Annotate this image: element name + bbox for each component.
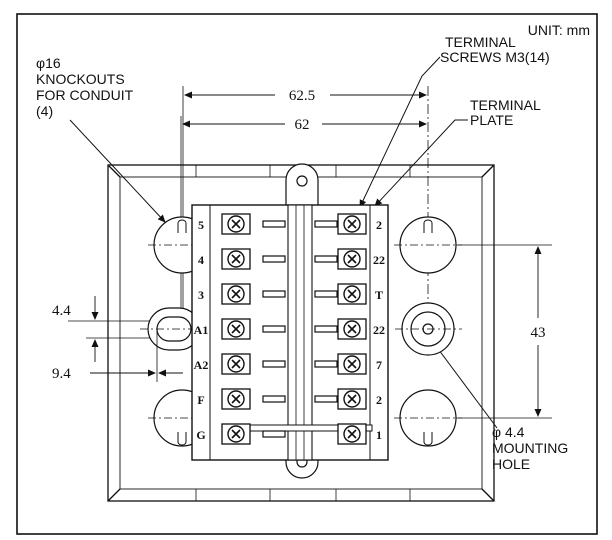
dimension-height: 43 xyxy=(456,244,552,419)
screw-icon xyxy=(221,388,251,410)
terminal-label-right: 2 xyxy=(376,218,382,232)
screw-icon xyxy=(221,213,251,235)
terminal-label-right: 22 xyxy=(373,323,385,337)
terminal-label-left: F xyxy=(197,393,204,407)
dimension-inner-width: 62 xyxy=(180,116,427,340)
screw-icon xyxy=(221,318,251,340)
terminal-label-right: 1 xyxy=(376,428,382,442)
terminal-screws-label-line-1: TERMINAL xyxy=(445,34,516,50)
screw-icon xyxy=(337,423,367,445)
screw-icon xyxy=(337,283,367,305)
terminal-label-right: 22 xyxy=(373,253,385,267)
terminal-label-left: 5 xyxy=(198,218,204,232)
knockout-label: φ16 KNOCKOUTS FOR CONDUIT (4) xyxy=(36,55,134,119)
unit-label: UNIT: mm xyxy=(528,22,590,38)
dimension-inner-width-value: 62 xyxy=(295,117,310,133)
terminal-row: 4 22 xyxy=(198,253,385,267)
dimension-slot-height-value: 4.4 xyxy=(52,303,71,319)
terminal-label-left: G xyxy=(196,428,205,442)
terminal-row: A1 22 xyxy=(194,323,385,337)
screw-icon xyxy=(337,353,367,375)
terminal-label-right: 7 xyxy=(376,358,382,372)
housing-bottom-tab xyxy=(285,456,319,479)
terminal-screws-leader xyxy=(359,56,441,208)
dimension-slot-offset-value: 9.4 xyxy=(52,366,71,382)
terminal-plate-label-line-1: TERMINAL xyxy=(470,97,541,113)
screw-icon xyxy=(337,318,367,340)
dimension-slot-offset: 9.4 xyxy=(52,330,183,382)
center-lines xyxy=(148,244,462,419)
terminal-plate-label: TERMINAL PLATE xyxy=(470,97,541,128)
terminal-label-right: 2 xyxy=(376,393,382,407)
mounting-hole-label: φ 4.4 MOUNTING HOLE xyxy=(492,424,568,472)
mounting-hole-label-line-1: φ 4.4 xyxy=(492,424,525,440)
dimension-outer-width-value: 62.5 xyxy=(289,88,315,104)
knockout-label-line-2: KNOCKOUTS xyxy=(36,71,125,87)
mounting-hole-label-line-3: HOLE xyxy=(492,456,530,472)
terminal-label-right: T xyxy=(375,288,383,302)
terminal-screws-label-line-2: SCREWS M3(14) xyxy=(440,49,550,65)
housing-top-tab xyxy=(285,163,319,205)
terminal-row: A2 7 xyxy=(194,358,382,372)
screw-icon xyxy=(337,213,367,235)
terminal-screws-label: TERMINAL SCREWS M3(14) xyxy=(440,34,550,65)
mounting-hole-leader xyxy=(429,337,498,429)
terminal-label-left: A2 xyxy=(194,358,209,372)
knockout-label-line-3: FOR CONDUIT xyxy=(36,87,134,103)
drawing-frame xyxy=(16,13,598,535)
mounting-hole-label-line-2: MOUNTING xyxy=(492,440,568,456)
terminal-plate-label-line-2: PLATE xyxy=(470,112,513,128)
screw-icon xyxy=(221,283,251,305)
screw-icon xyxy=(221,353,251,375)
dimension-outer-width: 62.5 xyxy=(182,86,429,330)
terminal-plate-leader xyxy=(374,119,468,207)
knockout-label-line-4: (4) xyxy=(36,103,53,119)
screw-icon xyxy=(337,248,367,270)
dimension-slot: 4.4 xyxy=(52,296,150,362)
screw-icon xyxy=(337,388,367,410)
screw-icon xyxy=(221,248,251,270)
terminal-label-left: 3 xyxy=(198,288,204,302)
knockout-leader xyxy=(69,119,166,223)
terminal-label-left: 4 xyxy=(198,253,204,267)
terminal-label-left: A1 xyxy=(194,323,209,337)
dimension-height-value: 43 xyxy=(531,325,546,341)
screw-icon xyxy=(221,423,251,445)
knockout-label-line-1: φ16 xyxy=(36,55,61,71)
mounting-hole-right xyxy=(395,302,462,356)
